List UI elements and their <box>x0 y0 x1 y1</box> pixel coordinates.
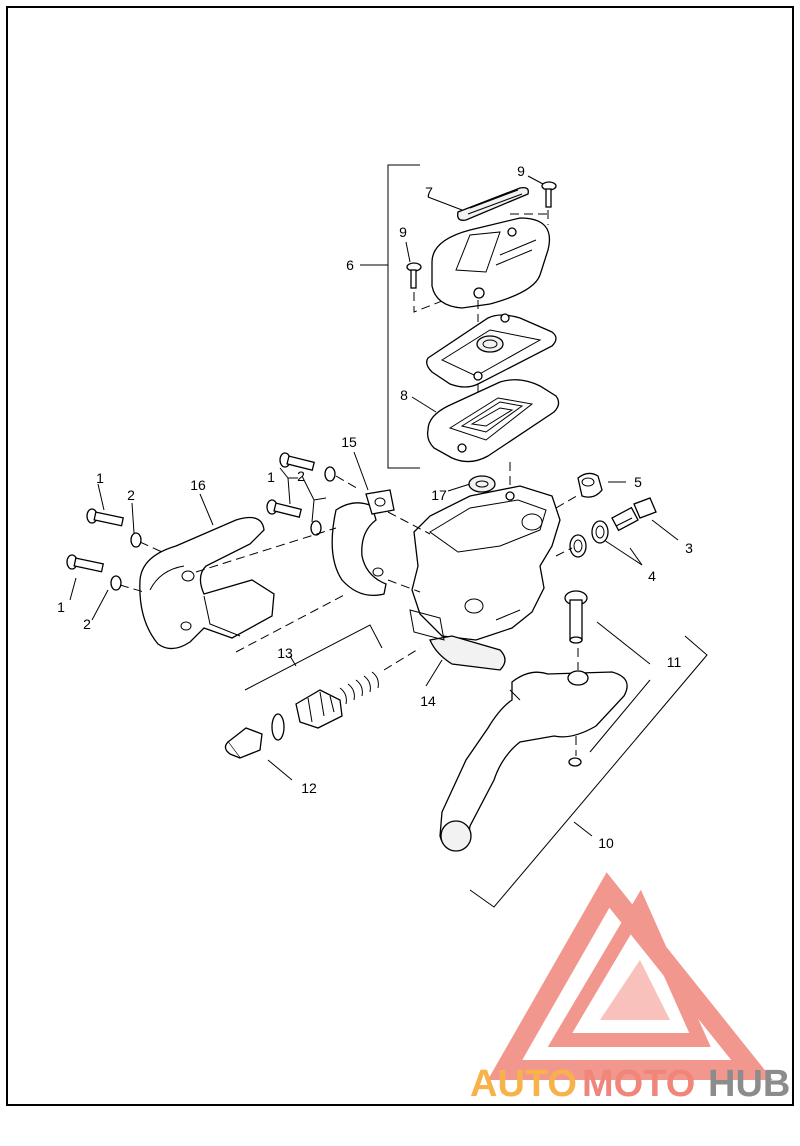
pivot-pin-part-11 <box>564 590 588 767</box>
watermark-text-auto: AUTO <box>470 1063 577 1105</box>
callout-17: 17 <box>431 487 447 503</box>
callout-9-left: 9 <box>399 224 407 240</box>
washers-part-4 <box>555 520 609 558</box>
callout-9-top: 9 <box>517 163 525 179</box>
diaphragm-plate <box>426 313 557 400</box>
bracket-group-6 <box>360 164 420 469</box>
sight-glass-part-17 <box>468 475 496 493</box>
callout-1-upper-left: 1 <box>96 470 104 486</box>
callout-3: 3 <box>685 540 693 556</box>
callout-6: 6 <box>346 257 354 273</box>
callout-2-right: 2 <box>297 468 305 484</box>
screw-part-1-lower-right <box>266 499 302 518</box>
watermark-text-moto: MOTO <box>582 1063 695 1105</box>
callout-15: 15 <box>341 434 357 450</box>
callout-12: 12 <box>301 780 317 796</box>
clamp-part-15 <box>331 489 431 597</box>
leader-lines <box>69 175 679 781</box>
watermark-text-hub: HUB <box>708 1063 790 1105</box>
cover-plate-part-7 <box>457 186 529 221</box>
callout-5: 5 <box>634 474 642 490</box>
callout-14: 14 <box>420 693 436 709</box>
callout-13: 13 <box>277 645 293 661</box>
callout-10: 10 <box>598 835 614 851</box>
callout-1-lower-left: 1 <box>57 599 65 615</box>
washer-part-2-upper-right <box>324 466 336 482</box>
screw-part-1-upper-left <box>86 508 124 527</box>
screw-part-9-top <box>541 181 557 225</box>
clamp-cover-part-16 <box>139 516 347 653</box>
washer-part-2-upper-left <box>130 532 163 553</box>
master-cylinder-body <box>409 485 561 671</box>
washer-part-2-lower-left <box>110 575 145 593</box>
screw-part-1-upper-right <box>279 452 315 471</box>
callout-11: 11 <box>667 654 682 670</box>
bracket-group-13 <box>244 624 383 691</box>
diaphragm-part-8 <box>426 379 560 490</box>
callout-2-lower-left: 2 <box>83 616 91 632</box>
callout-2-upper-left: 2 <box>127 487 135 503</box>
banjo-bolt-part-3 <box>611 497 657 532</box>
diagram-frame <box>6 6 794 1106</box>
callout-16: 16 <box>190 477 206 493</box>
callout-7: 7 <box>425 184 433 200</box>
plug-part-5 <box>555 472 603 509</box>
callout-4: 4 <box>648 568 656 584</box>
callout-1-right: 1 <box>267 469 275 485</box>
bracket-group-10 <box>469 621 708 908</box>
callout-8: 8 <box>400 387 408 403</box>
reservoir-cover <box>431 213 550 322</box>
piston-assembly-part-13 <box>224 647 421 759</box>
screw-part-1-lower-left <box>66 554 104 573</box>
lever-part-10 <box>439 670 628 852</box>
watermark-logo <box>487 872 773 1080</box>
washer-part-2-lower-right <box>310 520 322 536</box>
